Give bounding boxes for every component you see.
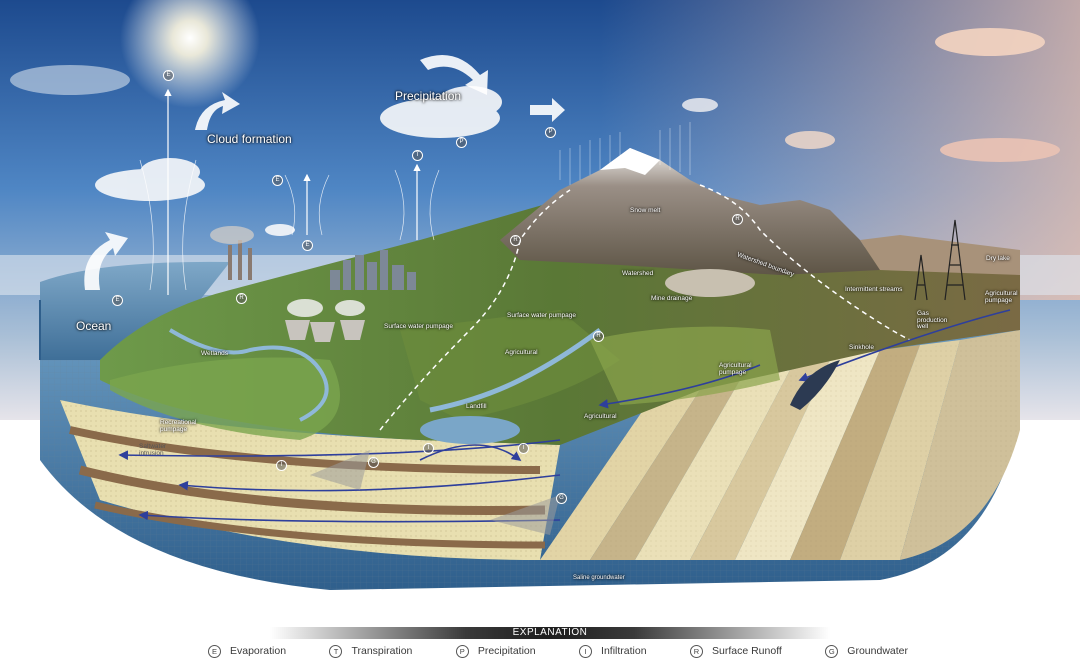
- evaporation-arrows: [164, 88, 421, 295]
- transpiration-marker: T: [412, 150, 423, 161]
- label-surface-water-pumpage-left: Surface water pumpage: [384, 323, 454, 330]
- infiltration-marker: I: [518, 443, 529, 454]
- plateau: [860, 235, 1020, 275]
- runoff-marker: R: [510, 235, 521, 246]
- runoff-marker: R: [236, 293, 247, 304]
- gas-derricks: [914, 219, 966, 301]
- sun: [120, 0, 260, 108]
- label-precipitation: Precipitation: [395, 89, 462, 103]
- label-intermittent-streams: Intermittent streams: [845, 286, 903, 293]
- label-dry-lake: Dry lake: [986, 255, 1010, 262]
- label-sinkhole: Sinkhole: [849, 344, 874, 351]
- legend-label: Infiltration: [601, 645, 647, 657]
- tilted-strata: [540, 330, 1020, 560]
- evaporation-marker: E: [272, 175, 283, 186]
- mountain-range: [500, 148, 880, 275]
- legend-item-infiltration: I Infiltration: [579, 644, 647, 658]
- cooling-towers: [285, 299, 365, 342]
- label-cloud-formation: Cloud formation: [207, 132, 292, 146]
- label-agricultural-pumpage-center: Agricultural pumpage: [719, 362, 752, 376]
- legend-item-evaporation: E Evaporation: [208, 644, 286, 658]
- runoff-marker: R: [732, 214, 743, 225]
- legend-label: Transpiration: [351, 645, 413, 657]
- precipitation-symbol-icon: P: [455, 644, 469, 658]
- legend-label: Evaporation: [230, 645, 287, 657]
- legend-item-transpiration: T Transpiration: [329, 644, 412, 658]
- groundwater-symbol-icon: G: [825, 644, 839, 658]
- legend-items: E Evaporation T Transpiration P Precipit…: [208, 644, 908, 658]
- label-recreational-pumpage: Recreational pumpage: [160, 419, 197, 433]
- evaporation-symbol-icon: E: [208, 644, 221, 658]
- runoff-marker: R: [593, 331, 604, 342]
- legend: EXPLANATION E Evaporation T Transpiratio…: [0, 625, 1080, 669]
- label-saline-groundwater: Saline groundwater: [573, 575, 625, 581]
- precipitation-marker: P: [545, 127, 556, 138]
- landscape-illustration: [0, 0, 1080, 590]
- flow-cones: [310, 450, 560, 535]
- precipitation-marker: P: [456, 137, 467, 148]
- label-wetlands: Wetlands: [201, 350, 228, 357]
- legend-item-precipitation: P Precipitation: [455, 644, 536, 658]
- sinkhole-feature: [790, 360, 840, 410]
- label-agricultural-right: Agricultural: [584, 413, 617, 420]
- legend-item-groundwater: G Groundwater: [825, 644, 908, 658]
- city: [330, 250, 416, 290]
- rain-streaks: [559, 122, 691, 185]
- power-plant: [210, 226, 254, 280]
- evaporation-marker: E: [302, 240, 313, 251]
- vapor-lines: [139, 159, 440, 291]
- label-agricultural-pumpage-right: Agricultural pumpage: [985, 290, 1018, 304]
- evaporation-marker: E: [163, 70, 174, 81]
- fields-right: [590, 326, 780, 405]
- infiltration-symbol-icon: I: [579, 644, 593, 658]
- lake: [420, 416, 520, 444]
- legend-label: Precipitation: [477, 645, 536, 657]
- groundwater-marker: G: [368, 457, 379, 468]
- river-center: [429, 327, 602, 413]
- label-landfill: Landfill: [466, 403, 487, 410]
- infiltration-marker: I: [276, 460, 287, 471]
- label-saltwater-intrusion: Saltwater intrusion: [139, 443, 167, 457]
- label-snow-melt: Snow melt: [630, 207, 661, 214]
- label-mine-drainage: Mine drainage: [651, 295, 693, 302]
- label-watershed: Watershed: [622, 270, 654, 277]
- river-left: [168, 328, 329, 422]
- watershed-boundary-line-left: [379, 189, 571, 431]
- label-surface-water-pumpage-center: Surface water pumpage: [507, 312, 577, 319]
- legend-item-surface-runoff: R Surface Runoff: [690, 644, 782, 658]
- evaporation-marker: E: [112, 295, 123, 306]
- transpiration-symbol-icon: T: [329, 644, 343, 658]
- mine-pit: [665, 269, 755, 297]
- legend-label: Groundwater: [847, 645, 908, 657]
- cycle-arrows: [84, 55, 565, 290]
- groundwater-marker: G: [556, 493, 567, 504]
- farmland: [400, 310, 620, 420]
- legend-title: EXPLANATION: [270, 627, 830, 639]
- label-gas-production-well: Gas production well: [917, 310, 948, 330]
- clay-layer-2: [78, 465, 546, 515]
- runoff-symbol-icon: R: [690, 644, 703, 658]
- snow-cap: [600, 148, 660, 175]
- label-agricultural-left: Agricultural: [505, 349, 538, 356]
- wetlands-area: [110, 357, 340, 440]
- label-ocean: Ocean: [76, 319, 112, 333]
- infiltration-marker: I: [423, 443, 434, 454]
- legend-label: Surface Runoff: [712, 645, 782, 657]
